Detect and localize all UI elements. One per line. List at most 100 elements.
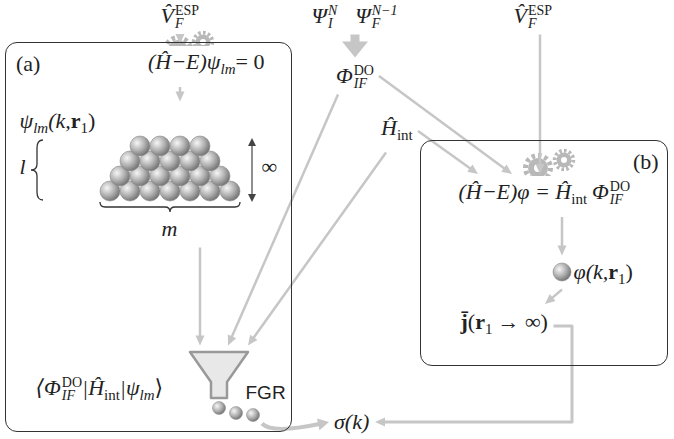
arrow-line xyxy=(262,424,319,429)
arrow-head xyxy=(375,418,385,427)
bottom-brace xyxy=(100,202,240,212)
math-symbol: φ(k, xyxy=(574,259,609,284)
text-line: m xyxy=(162,216,178,242)
index-stack: DOIF xyxy=(62,376,82,402)
operator-label: Ĥint xyxy=(378,112,416,151)
math-subscript: lm xyxy=(33,120,48,136)
arrow-head xyxy=(467,165,478,174)
math-symbol: ⟩ xyxy=(155,375,164,400)
arrow-line xyxy=(351,35,360,43)
text-line: σ(k) xyxy=(334,409,369,435)
math-symbol: σ(k) xyxy=(334,409,369,434)
matrix-element: ⟨ΦDOIF|Ĥint|ψlm⟩ xyxy=(33,372,167,411)
flow-arrow xyxy=(418,131,478,174)
math-subscript: int xyxy=(397,127,413,143)
panel-box: (a) (Ĥ−E)ψlm= 0 ψlm(k,r1) l ∞ m ⟨ΦDOIF|Ĥint|ψl… xyxy=(5,42,292,432)
text-line: l xyxy=(20,154,26,180)
math-superscript: ESP xyxy=(175,4,199,17)
math-symbol: l xyxy=(20,154,26,179)
panel-box: (b)(Ĥ−E)φ = ĤintΦDOIFφ(k,r1)j̄(r1→ ∞) xyxy=(420,140,668,366)
text-line: j̄(r1→ ∞) xyxy=(461,309,548,342)
text-line: ψlm(k,r1) xyxy=(20,108,96,141)
single-sphere xyxy=(553,263,571,281)
operator-label: V̂ESPF xyxy=(158,0,203,33)
math-symbol: r xyxy=(71,108,81,133)
math-subscript: IF xyxy=(354,77,374,90)
math-symbol: ψ xyxy=(20,108,34,133)
flow-arrow xyxy=(262,418,329,430)
arrow-line xyxy=(552,290,562,299)
math-symbol: ⟨Φ xyxy=(36,375,61,400)
math-symbol: Φ xyxy=(336,63,353,88)
math-subscript: IF xyxy=(62,389,82,402)
math-subscript: I xyxy=(328,17,337,30)
sphere-pyramid-node: ψlm(k,r1) l ∞ m xyxy=(14,104,286,246)
math-superscript: DO xyxy=(610,180,630,193)
index-stack: DOIF xyxy=(354,64,374,90)
flow-arrow xyxy=(379,76,512,174)
math-symbol: Ĥ xyxy=(381,115,397,140)
math-symbol: → ∞) xyxy=(497,309,548,334)
index-stack: ESPF xyxy=(175,4,199,30)
text-line: (Ĥ−E)ψlm= 0 xyxy=(148,49,264,82)
math-subscript: IF xyxy=(610,193,630,206)
math-symbol: Φ xyxy=(592,179,609,204)
text-line: ΨNIΨN−1F xyxy=(312,3,398,30)
arrow-line xyxy=(539,35,542,166)
flow-arrow xyxy=(545,290,562,305)
result-label: σ(k) xyxy=(331,406,373,438)
orbital-label: ΦDOIF xyxy=(333,60,377,93)
math-symbol: (b) xyxy=(633,149,659,174)
index-stack: N−1F xyxy=(372,4,398,30)
funnel-node: FGR xyxy=(186,348,290,422)
arrow-head xyxy=(536,164,545,174)
funnel-icon xyxy=(190,352,248,398)
wavefunction-pair: ΨNIΨN−1F xyxy=(309,0,402,33)
text-line: ∞ xyxy=(262,154,278,180)
math-subscript: F xyxy=(175,17,199,30)
arrow-line xyxy=(561,217,564,247)
index-stack: DOIF xyxy=(610,180,630,206)
flow-arrow xyxy=(558,217,567,256)
math-symbol: (a) xyxy=(16,51,40,76)
math-symbol: ) xyxy=(626,259,633,284)
current-label: j̄(r1→ ∞) xyxy=(458,306,552,345)
arrow-head xyxy=(317,418,329,430)
math-symbol: Ψ xyxy=(355,3,370,28)
arrow-head xyxy=(558,246,567,256)
flow-arrow xyxy=(375,326,572,427)
math-symbol: r xyxy=(475,309,485,334)
arrow-line xyxy=(384,326,572,422)
text-line: ⟨ΦDOIF|Ĥint|ψlm⟩ xyxy=(36,375,164,408)
flow-arrow xyxy=(196,248,205,346)
math-subscript: 1 xyxy=(485,321,493,337)
math-superscript: N xyxy=(328,4,337,17)
math-subscript: int xyxy=(571,191,587,207)
math-subscript: int xyxy=(104,387,120,403)
math-symbol: j̄ xyxy=(461,309,468,334)
operator-label: V̂ESPF xyxy=(511,0,556,33)
arrow-line xyxy=(253,153,386,339)
arrow-line xyxy=(199,248,202,337)
flow-arrow xyxy=(176,87,185,102)
sphere-node: φ(k,r1) xyxy=(550,258,662,288)
arrow-line xyxy=(418,131,471,169)
flow-arrow xyxy=(536,35,545,175)
math-symbol: (k, xyxy=(48,108,71,133)
math-subscript: 1 xyxy=(618,271,626,287)
text-line: (b) xyxy=(633,149,659,175)
text-line: φ(k,r1) xyxy=(574,259,633,292)
arrow-head xyxy=(545,294,556,304)
math-subscript: lm xyxy=(140,387,155,403)
math-symbol: (Ĥ−E)φ = Ĥ xyxy=(459,179,572,204)
math-symbol: V̂ xyxy=(514,3,527,28)
math-symbol: r xyxy=(608,259,618,284)
output-spheres xyxy=(213,402,260,422)
arrow-head xyxy=(501,164,512,174)
text-line: FGR xyxy=(246,380,286,406)
math-symbol: FGR xyxy=(246,382,286,403)
math-symbol: ∞ xyxy=(262,154,278,179)
math-superscript: N−1 xyxy=(372,4,398,17)
math-symbol: V̂ xyxy=(161,3,174,28)
math-superscript: DO xyxy=(62,376,82,389)
